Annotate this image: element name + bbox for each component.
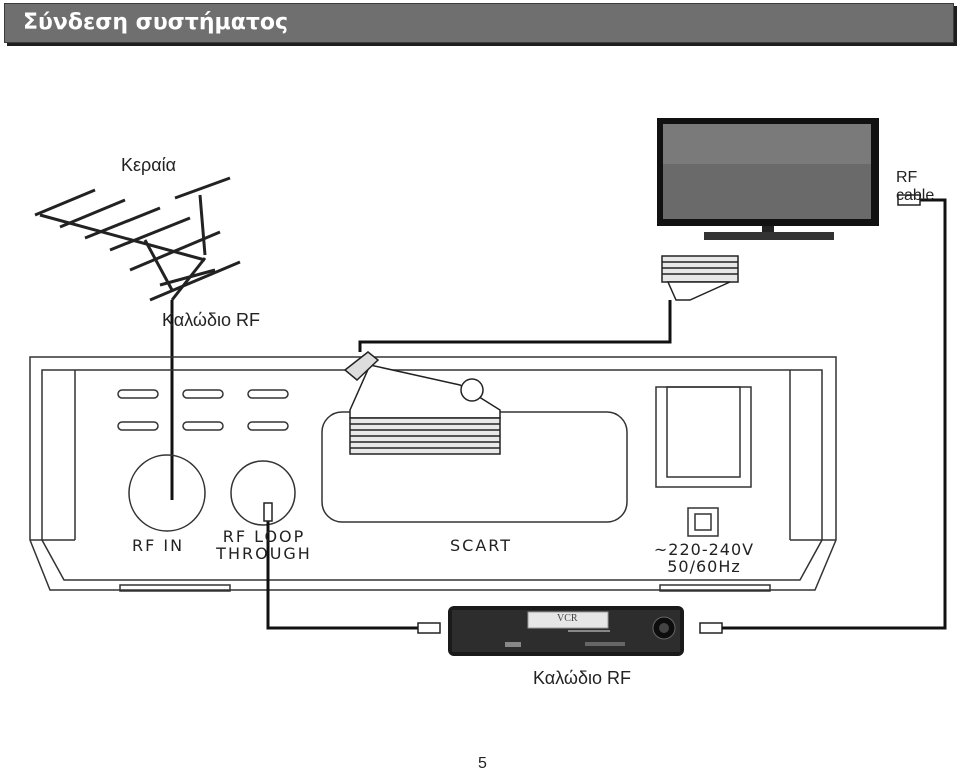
- receiver-rear-panel: [29, 356, 837, 592]
- power-label: ~220-240V 50/60Hz: [650, 541, 758, 575]
- loop-rf-cable: [266, 520, 420, 630]
- rf-plug-icon: [699, 622, 723, 634]
- rf-plug-icon: [263, 502, 273, 522]
- rf-loop-line2: THROUGH: [216, 544, 312, 563]
- vcr-badge: VCR: [557, 613, 578, 624]
- vcr-icon: [448, 606, 684, 656]
- antenna-icon: [34, 176, 241, 302]
- rf-loop-label: RF LOOP THROUGH: [214, 528, 314, 562]
- rf-cable-label-top: Καλώδιο RF: [162, 310, 260, 330]
- page-title: Σύνδεση συστήματος: [23, 10, 289, 35]
- rf-plug-icon: [897, 194, 921, 206]
- tv-icon: [657, 118, 879, 240]
- rf-loop-line1: RF LOOP: [222, 527, 306, 546]
- antenna-label: Κεραία: [121, 155, 177, 175]
- power-line2: 50/60Hz: [667, 557, 741, 576]
- scart-cable: [358, 300, 672, 352]
- rf-plug-icon: [417, 622, 441, 634]
- scart-label: SCART: [450, 536, 512, 555]
- scart-connector-icon: [343, 351, 501, 455]
- power-line1: ~220-240V: [653, 540, 755, 559]
- rf-in-label: RF IN: [132, 536, 185, 555]
- page-header: Σύνδεση συστήματος: [4, 3, 954, 43]
- rf-cable-label-right: RF cable: [896, 169, 935, 204]
- scart-plug-icon: [661, 255, 739, 301]
- page-number: 5: [478, 755, 487, 772]
- vcr-tv-rf-cable: [722, 198, 947, 630]
- rf-cable-label-bottom: Καλώδιο RF: [533, 668, 631, 688]
